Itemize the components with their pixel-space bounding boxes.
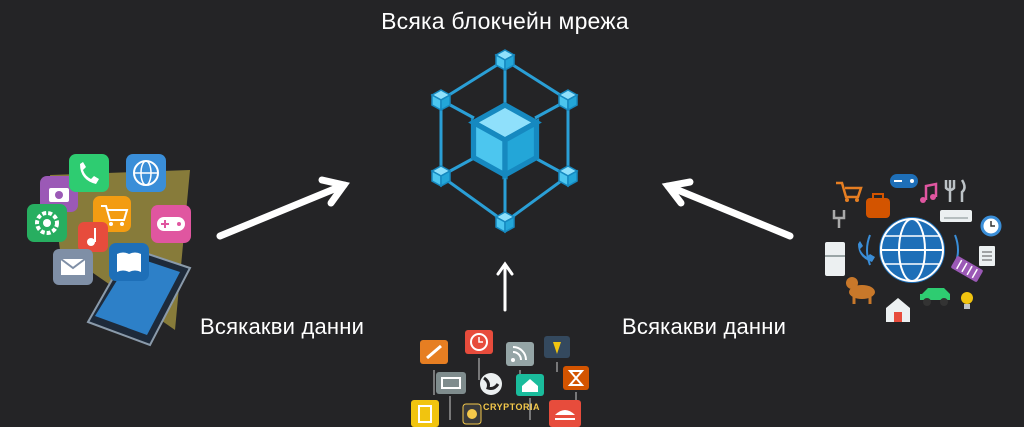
pencil-icon: [420, 340, 448, 395]
document-icon: [979, 246, 995, 266]
settings-icon: [27, 204, 67, 242]
bag-icon: [866, 193, 890, 218]
node-block-icon: [431, 165, 451, 187]
left-app-cluster: [27, 154, 192, 347]
arrow-left: [216, 176, 350, 240]
arrow-up: [496, 261, 514, 312]
globe-icon: [126, 154, 166, 192]
dog-icon: [846, 277, 875, 304]
bank-icon: [549, 400, 581, 427]
mail-icon: [53, 249, 93, 285]
fork-knife-icon: [944, 179, 966, 202]
blockchain-network: [431, 49, 578, 233]
music-icon: [78, 222, 108, 252]
house-icon: [516, 374, 544, 420]
pin-icon: [544, 336, 570, 372]
network-title: Всяка блокчейн мрежа: [381, 8, 629, 34]
cryptoria-logo-text: CRYPTORIA: [483, 402, 541, 412]
trash-icon: [411, 400, 439, 427]
gamepad-icon: [890, 174, 918, 188]
air-conditioner-icon: [940, 210, 972, 222]
globe-icon: [866, 217, 959, 283]
hourglass-icon: [563, 366, 589, 404]
camera-icon: [40, 176, 78, 212]
left-data-label: Всякакви данни: [200, 314, 365, 339]
cd-icon: [436, 372, 466, 420]
phone-icon: [858, 241, 875, 262]
gamepad-icon: [151, 205, 191, 243]
fridge-icon: [825, 242, 845, 276]
lightbulb-icon: [961, 292, 973, 309]
clock-icon: [465, 330, 493, 380]
node-block-icon: [558, 165, 578, 187]
globe-icon: [480, 373, 502, 395]
arrow-right: [661, 178, 794, 240]
bottom-icon-cluster: [411, 330, 589, 427]
node-block-icon: [495, 49, 515, 71]
music-icon: [920, 182, 938, 203]
node-block-icon: [431, 89, 451, 111]
clock-icon: [980, 215, 1002, 237]
house-icon: [886, 298, 910, 322]
rss-icon: [506, 342, 534, 392]
shopping-cart-icon: [836, 181, 863, 202]
coin-icon: [462, 403, 482, 425]
plug-icon: [832, 210, 846, 228]
book-icon: [109, 243, 149, 281]
node-block-icon: [558, 89, 578, 111]
right-iot-cluster: [825, 174, 1002, 322]
node-block-icon: [495, 211, 515, 233]
right-data-label: Всякакви данни: [622, 314, 787, 339]
car-icon: [920, 288, 950, 306]
phone-icon: [69, 154, 109, 192]
central-block-icon: [474, 105, 537, 175]
keyboard-icon: [951, 256, 983, 282]
